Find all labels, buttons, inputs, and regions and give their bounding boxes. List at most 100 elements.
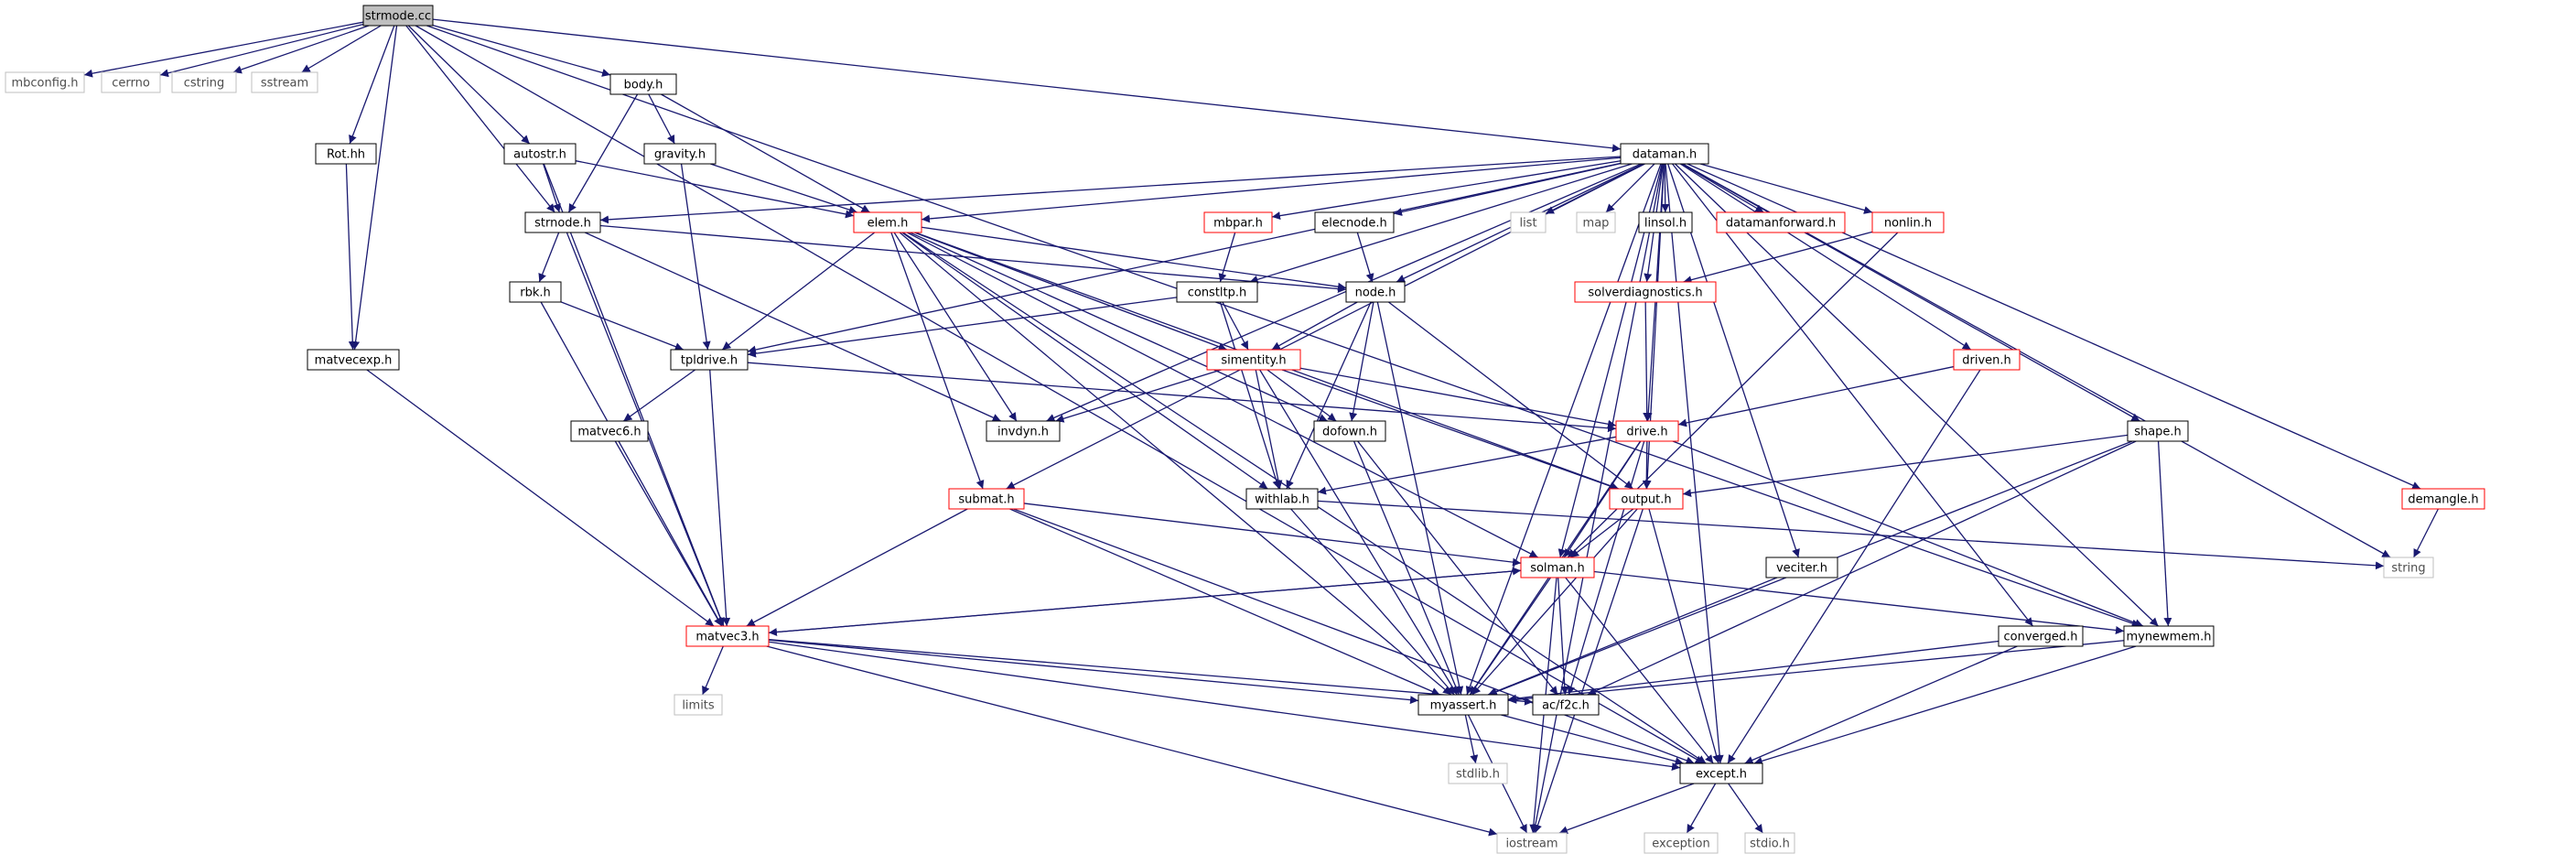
node-box xyxy=(1203,211,1273,233)
node-mynewmem[interactable]: mynewmem.h xyxy=(2123,625,2215,647)
edge-drive-to-mynewmem xyxy=(1672,440,2144,627)
node-invdyn[interactable]: invdyn.h xyxy=(986,420,1061,442)
edge-strmode_cc-to-except xyxy=(415,25,1705,764)
node-label: strnode.h xyxy=(534,217,591,231)
node-strmode_cc[interactable]: strmode.cc xyxy=(362,5,434,27)
node-box xyxy=(1176,281,1258,303)
node-rbk[interactable]: rbk.h xyxy=(509,281,562,303)
edge-strmode_cc-to-mbconfig xyxy=(83,21,364,78)
edge-strmode_cc-to-body xyxy=(432,25,611,77)
node-matvec3[interactable]: matvec3.h xyxy=(685,625,770,647)
edge-dataman-to-iostream xyxy=(1531,163,1664,834)
node-matvec6[interactable]: matvec6.h xyxy=(570,420,649,442)
node-label: sstream xyxy=(261,77,308,91)
node-box xyxy=(1314,211,1395,233)
node-box xyxy=(670,349,749,371)
edge-dataman-to-elem xyxy=(921,157,1622,223)
node-box xyxy=(1532,694,1600,716)
node-acf2c[interactable]: ac/f2c.h xyxy=(1532,694,1600,716)
edge-mbpar-to-constltp xyxy=(1218,232,1236,283)
node-dataman[interactable]: dataman.h xyxy=(1620,143,1709,165)
node-constltp[interactable]: constltp.h xyxy=(1176,281,1258,303)
edge-strmode_cc-to-dataman xyxy=(432,18,1622,153)
node-demangle[interactable]: demangle.h xyxy=(2401,488,2485,510)
edge-output-to-iostream xyxy=(1534,508,1644,834)
node-elecnode[interactable]: elecnode.h xyxy=(1314,211,1395,233)
edge-dataman-to-myassert xyxy=(1465,163,1662,696)
edge-body-to-strnode xyxy=(567,93,639,213)
node-converged[interactable]: converged.h xyxy=(1998,625,2084,647)
edge-body-to-elem xyxy=(661,93,870,213)
node-veciter[interactable]: veciter.h xyxy=(1765,557,1838,578)
node-simentity[interactable]: simentity.h xyxy=(1206,349,1301,371)
node-output[interactable]: output.h xyxy=(1609,488,1684,510)
node-solverdiag[interactable]: solverdiagnostics.h xyxy=(1574,281,1717,303)
node-string: string xyxy=(2383,557,2434,578)
node-box xyxy=(2127,420,2189,442)
edge-submat-to-solman xyxy=(1023,503,1522,567)
node-matvecexp[interactable]: matvecexp.h xyxy=(307,349,400,371)
node-strnode[interactable]: strnode.h xyxy=(524,211,601,233)
node-box xyxy=(1245,488,1319,510)
node-stdlib: stdlib.h xyxy=(1448,762,1508,784)
node-driven[interactable]: driven.h xyxy=(1953,349,2021,371)
node-box xyxy=(524,211,601,233)
edge-strnode-to-invdyn xyxy=(584,232,1002,422)
node-drive[interactable]: drive.h xyxy=(1615,420,1679,442)
edge-solman-to-mynewmem xyxy=(1593,570,2125,634)
edge-gravity-to-tpldrive xyxy=(680,163,711,351)
edge-elem-to-node xyxy=(921,226,1347,291)
node-datamanforward[interactable]: datamanforward.h xyxy=(1716,211,1846,233)
edge-shape-to-mynewmem xyxy=(2157,440,2172,627)
edge-solman-to-except xyxy=(1565,577,1714,764)
node-box xyxy=(1998,625,2084,647)
node-solman[interactable]: solman.h xyxy=(1520,557,1595,578)
node-dofown[interactable]: dofown.h xyxy=(1313,420,1386,442)
edge-drive-to-withlab xyxy=(1317,436,1617,495)
node-label: output.h xyxy=(1621,493,1671,507)
node-submat[interactable]: submat.h xyxy=(948,488,1025,510)
edge-autostr-to-strnode xyxy=(543,163,561,213)
node-node[interactable]: node.h xyxy=(1345,281,1406,303)
node-label: mbpar.h xyxy=(1213,217,1263,231)
node-label: drive.h xyxy=(1626,426,1667,439)
node-gravity[interactable]: gravity.h xyxy=(643,143,717,165)
node-label: converged.h xyxy=(2003,631,2077,644)
edge-matvecexp-to-matvec3 xyxy=(366,369,715,627)
edge-elem-to-simentity xyxy=(914,232,1227,351)
node-mbpar[interactable]: mbpar.h xyxy=(1203,211,1273,233)
node-withlab[interactable]: withlab.h xyxy=(1245,488,1319,510)
node-elem[interactable]: elem.h xyxy=(853,211,922,233)
node-body[interactable]: body.h xyxy=(609,73,677,95)
node-label: shape.h xyxy=(2134,426,2182,439)
node-myassert[interactable]: myassert.h xyxy=(1417,694,1509,716)
edge-elem-to-myassert xyxy=(899,232,1452,696)
edge-strmode_cc-to-mynewmem xyxy=(426,25,2140,628)
edge-converged-to-except xyxy=(1744,645,2018,764)
node-except[interactable]: except.h xyxy=(1679,762,1763,784)
edge-driven-to-drive xyxy=(1677,365,1955,427)
node-iostream: iostream xyxy=(1496,832,1568,854)
edge-matvec3-to-myassert xyxy=(768,639,1419,705)
node-box xyxy=(1574,281,1717,303)
node-box xyxy=(1716,211,1846,233)
node-shape[interactable]: shape.h xyxy=(2127,420,2189,442)
edge-simentity-to-myassert xyxy=(1259,369,1458,696)
node-linsol[interactable]: linsol.h xyxy=(1638,211,1693,233)
node-rot[interactable]: Rot.hh xyxy=(315,143,377,165)
node-nonlin[interactable]: nonlin.h xyxy=(1871,211,1945,233)
edge-myassert-to-stdlib xyxy=(1464,714,1479,764)
edge-strmode_cc-to-rot xyxy=(349,25,395,145)
edge-solman-to-acf2c xyxy=(1557,577,1569,696)
edge-elem-to-withlab xyxy=(901,232,1268,490)
node-label: solverdiagnostics.h xyxy=(1588,286,1702,300)
node-autostr[interactable]: autostr.h xyxy=(503,143,577,165)
edge-tpldrive-to-matvec3 xyxy=(709,369,731,627)
node-tpldrive[interactable]: tpldrive.h xyxy=(670,349,749,371)
edge-submat-to-except xyxy=(1013,508,1695,765)
edge-shape-to-output xyxy=(1682,434,2129,497)
node-label: nonlin.h xyxy=(1884,217,1932,231)
node-box xyxy=(1644,832,1719,854)
node-box xyxy=(986,420,1061,442)
